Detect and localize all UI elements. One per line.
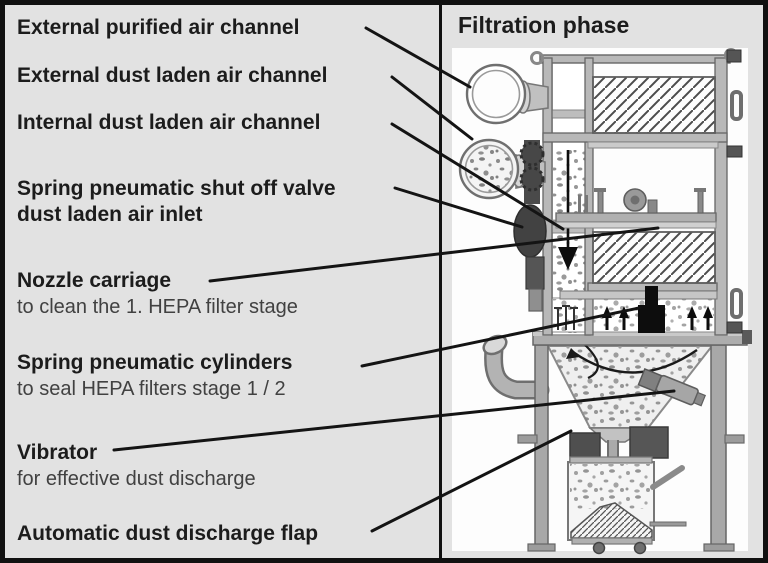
- label-external-purified-air-channel: External purified air channel: [17, 15, 299, 41]
- label-title: Automatic dust discharge flap: [17, 522, 319, 545]
- side-handles: [726, 49, 743, 334]
- external-purified-air-channel-outlet: [465, 63, 549, 125]
- pneumatic-cylinder-block: [638, 286, 665, 333]
- label-title: Internal dust laden air channel: [17, 111, 321, 134]
- hepa-filter-stage-2: [592, 76, 716, 134]
- bin-handle: [650, 465, 685, 490]
- leader-shutoff-valve: [393, 186, 524, 229]
- panel-divider: [439, 0, 442, 563]
- flap-motor-box: [629, 426, 669, 459]
- label-vibrator: Vibrator for effective dust discharge: [17, 440, 256, 492]
- airflow-swirl-arrow: [572, 349, 698, 374]
- leader-lines: [112, 26, 676, 533]
- label-title: Spring pneumatic cylinders: [17, 351, 293, 374]
- dirty-air-plenum: [551, 297, 716, 333]
- label-nozzle-carriage: Nozzle carriage to clean the 1. HEPA fil…: [17, 268, 298, 320]
- leader-pneumatic-cylinders: [360, 306, 641, 368]
- bin-wheel: [633, 541, 647, 555]
- spring-pneumatic-shutoff-valve: [513, 140, 547, 312]
- lifting-eye: [530, 51, 544, 65]
- seal-pins: [554, 305, 578, 330]
- page-title: Filtration phase: [458, 12, 630, 38]
- vibrator-unit: [637, 368, 707, 407]
- label-pneumatic-cylinders: Spring pneumatic cylinders to seal HEPA …: [17, 350, 292, 402]
- elbow-pipe: [482, 334, 550, 400]
- bin-rod: [649, 521, 687, 527]
- side-handle: [730, 90, 743, 121]
- leader-external-dust-laden-air-channel: [390, 75, 474, 141]
- bin-wheel: [592, 541, 606, 555]
- airflow-down-arrowhead: [558, 247, 578, 270]
- leader-vibrator: [112, 389, 676, 452]
- label-title: External dust laden air channel: [17, 64, 328, 87]
- hepa-filter-stage-1: [592, 231, 716, 284]
- label-external-dust-laden-air-channel: External dust laden air channel: [17, 63, 327, 89]
- label-title2: dust laden air inlet: [17, 203, 203, 226]
- label-title: Vibrator: [17, 441, 98, 464]
- beam-end-bolt: [742, 330, 752, 344]
- label-shutoff-valve: Spring pneumatic shut off valve dust lad…: [17, 176, 336, 228]
- leader-external-purified-air-channel: [364, 26, 472, 89]
- label-title: Spring pneumatic shut off valve: [17, 177, 336, 200]
- label-title: External purified air channel: [17, 16, 300, 39]
- leader-discharge-flap: [370, 429, 573, 533]
- collected-dust-pile: [570, 502, 653, 539]
- label-subtitle: for effective dust discharge: [17, 468, 256, 490]
- label-internal-dust-laden-air-channel: Internal dust laden air channel: [17, 110, 320, 136]
- nozzle-carriage-assembly: [578, 188, 706, 214]
- leader-nozzle-carriage: [208, 226, 660, 283]
- label-subtitle: to clean the 1. HEPA filter stage: [17, 296, 298, 318]
- leader-internal-dust-laden-air-channel: [390, 122, 565, 231]
- side-handle: [730, 288, 743, 319]
- support-table-beam-edge: [533, 332, 747, 336]
- label-subtitle: to seal HEPA filters stage 1 / 2: [17, 378, 286, 400]
- label-panel: External purified air channel External d…: [17, 15, 336, 547]
- dust-bin: [567, 456, 687, 555]
- label-title: Nozzle carriage: [17, 269, 172, 292]
- nozzle-carriage-rail: [555, 212, 717, 223]
- label-discharge-flap: Automatic dust discharge flap: [17, 521, 318, 547]
- valve-body: [513, 204, 547, 258]
- airflow-swirl-arrow: [582, 342, 599, 380]
